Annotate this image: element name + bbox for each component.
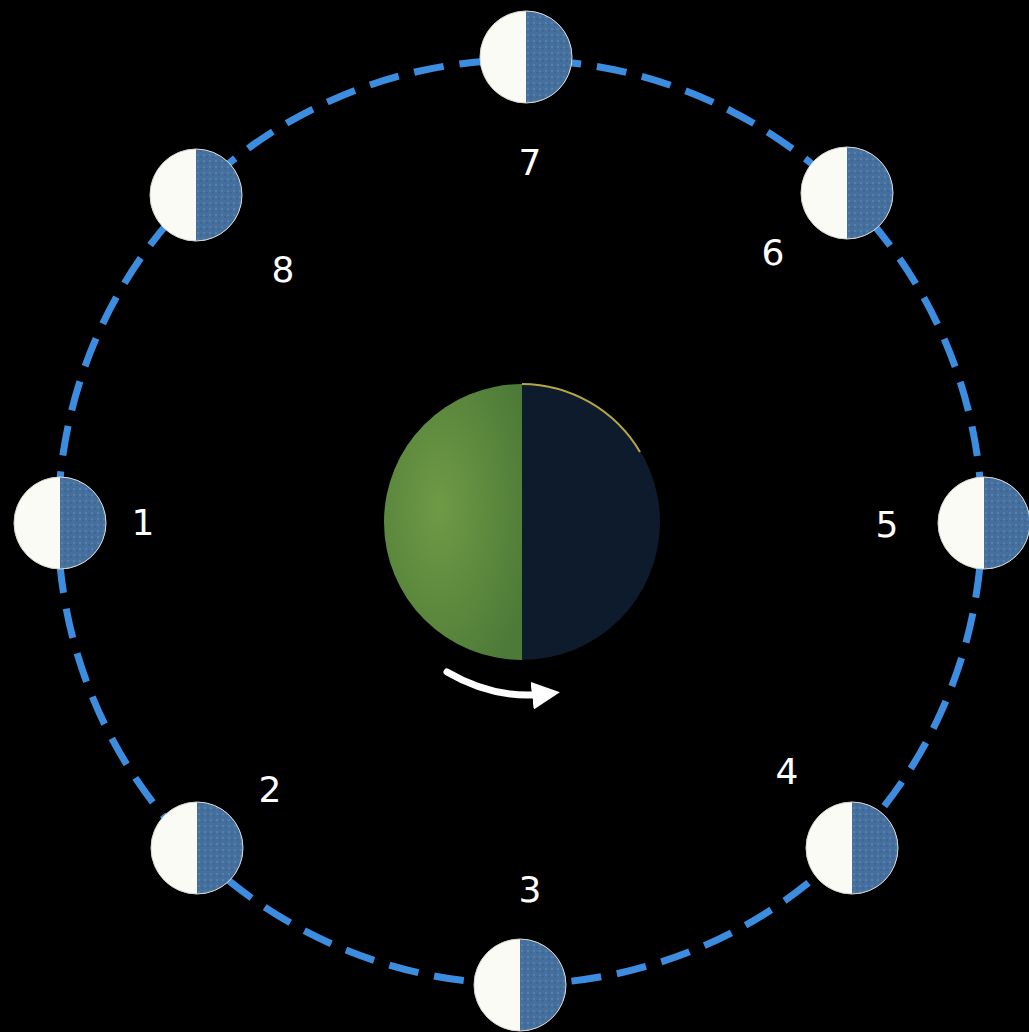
moon <box>14 477 106 569</box>
moon <box>938 477 1029 569</box>
earth-night-side <box>522 384 660 660</box>
callout-position: 5 <box>876 507 899 543</box>
moon-lit-half <box>150 149 242 241</box>
orbit-path <box>58 60 982 984</box>
moon-lit-half <box>801 147 893 239</box>
callout-number: 2 <box>259 772 282 808</box>
callout-number: 3 <box>519 872 542 908</box>
moon-dark-half <box>984 477 1029 569</box>
moon-outline <box>151 802 243 894</box>
moon-outline <box>801 147 893 239</box>
moon-outline <box>938 477 1029 569</box>
earth <box>384 384 660 660</box>
moon-outline <box>150 149 242 241</box>
moon-dark-half <box>847 147 893 239</box>
moon <box>806 802 898 894</box>
moons <box>14 11 1029 1031</box>
moon-dark-half <box>852 802 898 894</box>
callout-number: 1 <box>132 505 155 541</box>
moon-lit-half <box>480 11 572 103</box>
callout-position: 1 <box>132 505 155 541</box>
callout-position: 6 <box>762 235 785 271</box>
moon-dark-half <box>520 939 566 1031</box>
moon-lit-half <box>938 477 1029 569</box>
callout-position: 7 <box>519 145 542 181</box>
callout-number: 8 <box>272 252 295 288</box>
moon-lit-half <box>806 802 898 894</box>
earth-day-side <box>384 384 522 660</box>
moon <box>480 11 572 103</box>
callout-position: 8 <box>272 252 295 288</box>
moon-outline <box>474 939 566 1031</box>
moon-lit-half <box>474 939 566 1031</box>
callout-number: 4 <box>776 754 799 790</box>
moon-dark-half <box>197 802 243 894</box>
moon-outline <box>480 11 572 103</box>
callout-number: 6 <box>762 235 785 271</box>
moon-lit-half <box>151 802 243 894</box>
earth-rim <box>522 384 640 452</box>
rotation-arrow <box>447 672 546 695</box>
moon-outline <box>14 477 106 569</box>
callout-position: 2 <box>259 772 282 808</box>
moon-dark-half <box>60 477 106 569</box>
callout-number: 5 <box>876 507 899 543</box>
moon-dark-half <box>526 11 572 103</box>
callout-position: 4 <box>776 754 799 790</box>
moon <box>474 939 566 1031</box>
moon-dark-half <box>196 149 242 241</box>
moon-lit-half <box>14 477 106 569</box>
moon <box>150 149 242 241</box>
moon <box>801 147 893 239</box>
callout-number: 7 <box>519 145 542 181</box>
moon <box>151 802 243 894</box>
moon-outline <box>806 802 898 894</box>
callout-position: 3 <box>519 872 542 908</box>
